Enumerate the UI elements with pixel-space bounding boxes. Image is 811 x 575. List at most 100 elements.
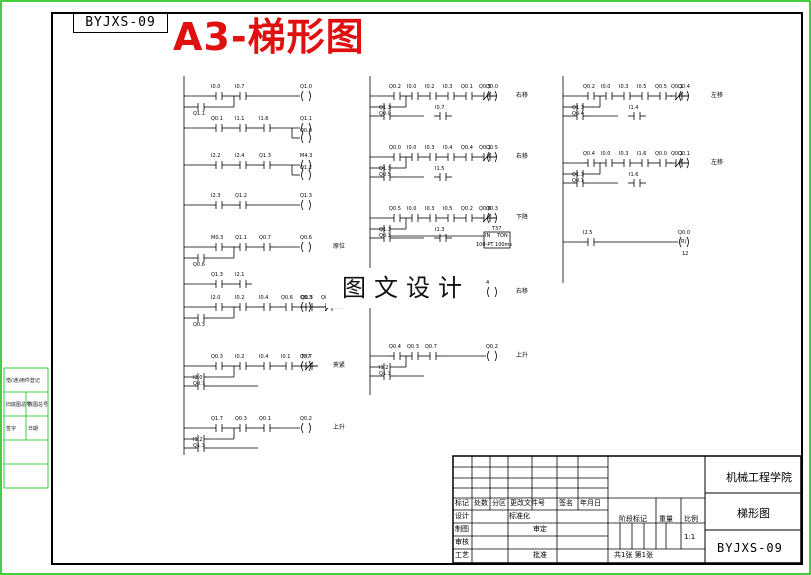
contact-label: I2.4 <box>235 153 245 159</box>
tb-header-change: 更改文件号 <box>510 499 545 507</box>
coil <box>679 90 689 102</box>
coil-note: 12 <box>682 251 689 257</box>
contact-label: I0.0 <box>407 206 417 212</box>
branch-label: Q0.5 <box>379 172 391 178</box>
contact-label: Q0.3 <box>235 416 247 422</box>
contact-label: Q0.1 <box>671 151 683 157</box>
coil-label: Q1.1 <box>300 116 312 122</box>
contact-label: I2.3 <box>211 193 221 199</box>
coil <box>301 199 311 211</box>
contact-label: Q1.3 <box>259 153 271 159</box>
contact-label: Q0.4 <box>389 344 401 350</box>
coil <box>301 301 311 313</box>
coil-label: Q0.2 <box>486 344 498 350</box>
coil <box>679 157 689 169</box>
coil <box>301 90 311 102</box>
branch-label: I1.6 <box>629 172 639 178</box>
contact-label: I0.7 <box>235 84 245 90</box>
branch-label: I0.7 <box>435 105 445 111</box>
rung-description: 左移 <box>711 92 724 99</box>
branch-label: Q1.3 <box>379 371 391 377</box>
branch-label: Q1.3 <box>379 166 391 172</box>
side-table-old-no: 旧底图总号 <box>6 402 32 408</box>
contact-label: I0.2 <box>425 84 435 90</box>
branch-label: Q0.3 <box>193 322 205 328</box>
coil <box>301 122 311 134</box>
tb-header-count: 处数 <box>474 499 488 507</box>
contact-label: I2.2 <box>211 153 221 159</box>
tb-scale: 比例 <box>684 515 698 523</box>
tb-check: 审核 <box>455 538 469 546</box>
contact-label: Q1.7 <box>211 416 223 422</box>
contact-label: Q0.0 <box>655 151 667 157</box>
coil-label: Q0.3 <box>486 206 498 212</box>
side-table-date: 日期 <box>28 426 39 432</box>
contact-label: I2.0 <box>211 295 221 301</box>
contact-label: I1.6 <box>637 151 647 157</box>
contact-label: Q1.2 <box>235 193 247 199</box>
rung-description: 夹紧 <box>333 362 346 369</box>
contact-label: Q0.3 <box>211 354 223 360</box>
coil <box>301 422 311 434</box>
coil-label: Q0.2 <box>300 416 312 422</box>
contact-label: Q0.4 <box>461 145 473 151</box>
sheet-title: A3-梯形图 <box>173 15 365 59</box>
branch-label: Q1.3 <box>379 227 391 233</box>
side-table-base-no: 底图总号 <box>28 402 49 408</box>
branch-label: Q0.1 <box>572 178 584 184</box>
contact-label: Q1.3 <box>211 272 223 278</box>
contact-label: M0.3 <box>211 235 224 241</box>
tb-weight: 重量 <box>659 515 673 523</box>
timer-name: T37 <box>492 226 502 232</box>
branch-label: Q1.3 <box>572 172 584 178</box>
contact-label: I0.0 <box>601 84 611 90</box>
rung-description: 上升 <box>333 424 346 431</box>
branch-label: I1.2 <box>379 365 389 371</box>
coil-label: Q0.5 <box>486 145 498 151</box>
coil-label: Q0.4 <box>678 84 690 90</box>
tb-process: 工艺 <box>455 551 469 559</box>
contact-label: I1.1 <box>235 116 245 122</box>
rung-description: 右移 <box>516 92 529 99</box>
branch-label: Q1.3 <box>379 105 391 111</box>
contact-label: Q0.1 <box>461 84 473 90</box>
contact-label: I0.0 <box>407 84 417 90</box>
contact-label: I0.3 <box>443 84 453 90</box>
timer-block <box>483 231 511 249</box>
contact-label: I0.1 <box>281 354 291 360</box>
contact-label: Q0.1 <box>211 116 223 122</box>
rung-description: 上升 <box>516 352 529 359</box>
rung-description: 右移 <box>516 288 529 295</box>
coil <box>301 132 311 144</box>
coil-label: Q0.6 <box>300 235 312 241</box>
coil-label: M4.3 <box>300 153 313 159</box>
branch-label: I1.4 <box>629 105 639 111</box>
contact-label: Q0.7 <box>425 344 437 350</box>
tb-header-date: 年月日 <box>580 499 601 507</box>
contact-label: Q0.2 <box>583 84 595 90</box>
contact-label: Q0.3 <box>407 344 419 350</box>
contact-label: Q0.5 <box>655 84 667 90</box>
contact-label: I0.0 <box>601 151 611 157</box>
contact-label: I0.4 <box>259 354 269 360</box>
contact-label: Q0.2 <box>389 84 401 90</box>
timer-type: TON <box>497 233 508 239</box>
coil-label: Q0.0 <box>678 230 690 236</box>
rung-description: 下降 <box>516 214 529 221</box>
title-block-code: BYJXS-09 <box>717 541 783 555</box>
side-table-reg: 借(通)用件登记 <box>6 378 40 384</box>
coil-label: Q1.0 <box>300 84 312 90</box>
contact-label: I2.1 <box>235 272 245 278</box>
contact-label: I0.3 <box>619 84 629 90</box>
contact-label: Q0.7 <box>259 235 271 241</box>
contact-label: I0.5 <box>443 206 453 212</box>
branch-label: I1.3 <box>435 227 445 233</box>
tb-standardize: 标准化 <box>509 512 530 520</box>
coil <box>301 159 311 171</box>
contact-label: Q0.3 <box>301 295 313 301</box>
tb-header-zone: 分区 <box>492 499 506 507</box>
contact-label: Q0.2 <box>461 206 473 212</box>
rung-description: 原位 <box>333 243 346 250</box>
contact-label: Q0.1 <box>671 84 683 90</box>
branch-label: Q0.3 <box>379 233 391 239</box>
